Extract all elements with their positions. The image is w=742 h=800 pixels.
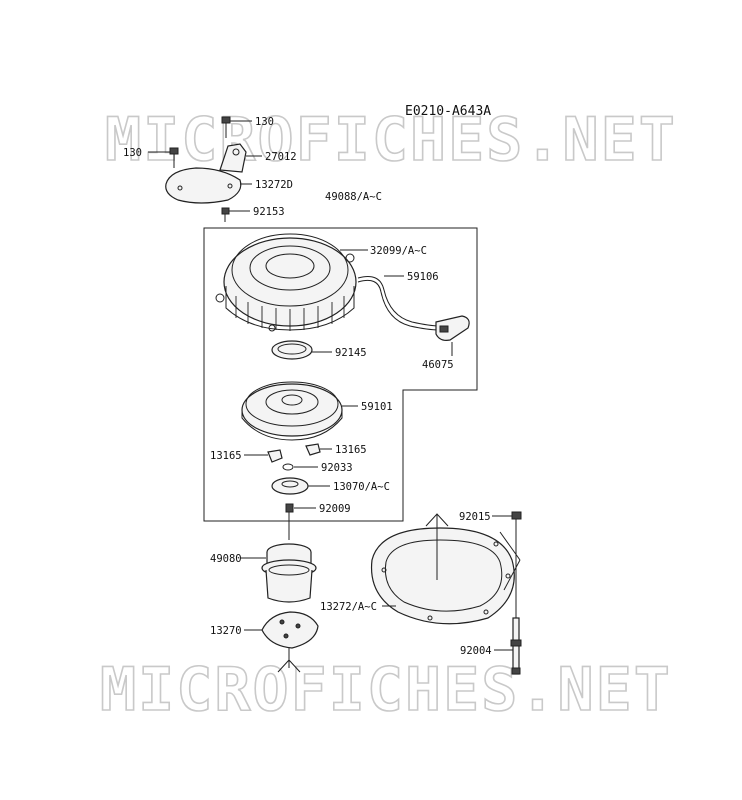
guide-line-lower	[503, 559, 521, 591]
watermark-top: MICROFICHES.NET	[105, 105, 677, 175]
ratchet-guide-13070	[271, 477, 330, 495]
spring-92033	[282, 463, 318, 471]
cover-13272D	[165, 167, 252, 204]
label-32099: 32099/A~C	[370, 245, 427, 257]
label-92153: 92153	[253, 206, 285, 218]
label-13165-right: 13165	[335, 444, 367, 456]
label-27012: 27012	[265, 151, 297, 163]
label-92033: 92033	[321, 462, 353, 474]
ratchet-13165-left	[244, 449, 283, 463]
watermark-bottom: MICROFICHES.NET	[100, 655, 672, 725]
label-13070: 13070/A~C	[333, 481, 390, 493]
label-59106: 59106	[407, 271, 439, 283]
assembly-outline-49088	[203, 227, 478, 522]
guide-line-upper	[499, 531, 521, 561]
axis-tick-gasket	[425, 513, 449, 527]
reel-59101	[241, 381, 358, 441]
label-92145: 92145	[335, 347, 367, 359]
ratchet-13165-right	[305, 443, 332, 456]
bolt-130-left	[148, 147, 179, 168]
bracket-27012	[219, 143, 262, 173]
label-92009: 92009	[319, 503, 351, 515]
diagram-code: E0210-A643A	[405, 104, 491, 119]
handle-46075	[435, 315, 470, 356]
label-59101: 59101	[361, 401, 393, 413]
starter-case-32099	[215, 233, 368, 332]
label-13165-left: 13165	[210, 450, 242, 462]
stud-92004	[494, 617, 522, 675]
axis-tick-bottom	[277, 659, 301, 673]
label-13270: 13270	[210, 625, 242, 637]
bolt-130-top	[221, 116, 252, 138]
label-92004: 92004	[460, 645, 492, 657]
label-13272D: 13272D	[255, 179, 293, 191]
label-46075: 46075	[422, 359, 454, 371]
spring-92145	[271, 340, 332, 360]
label-49088: 49088/A~C	[325, 191, 382, 203]
rope-59106	[357, 275, 441, 331]
label-13272: 13272/A~C	[320, 601, 377, 613]
label-92015: 92015	[459, 511, 491, 523]
label-49080: 49080	[210, 553, 242, 565]
label-130-top: 130	[255, 116, 274, 128]
screw-92153	[221, 207, 250, 222]
cup-49080	[240, 543, 317, 603]
bolt-92009	[285, 503, 316, 528]
label-130-left: 130	[123, 147, 142, 159]
plate-13270	[244, 611, 319, 649]
gasket-13272	[370, 527, 515, 625]
